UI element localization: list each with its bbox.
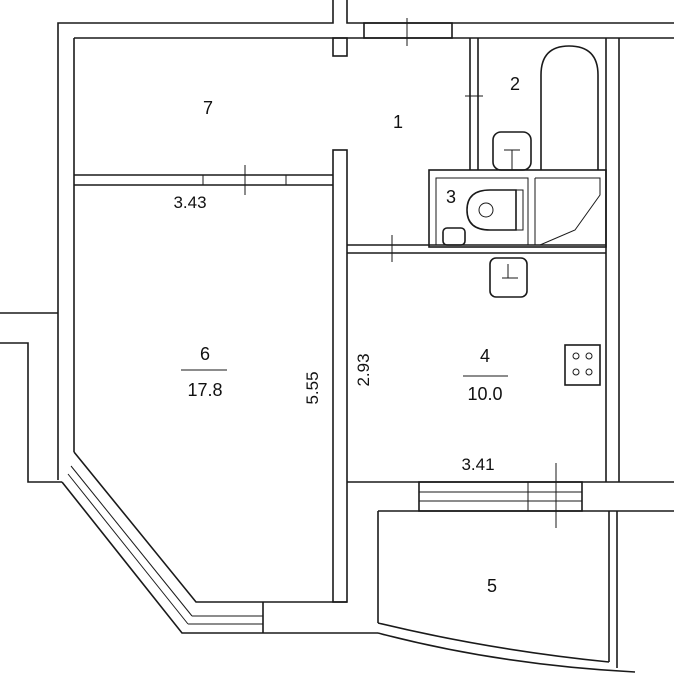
stove-icon [564,344,601,386]
wc-block [428,169,607,248]
room-6-length-dimension: 5.55 [303,371,322,404]
room-6-area: 17.8 [187,380,222,400]
room-3-label: 3 [446,187,456,207]
bathtub-icon [540,45,599,170]
room-7-label: 7 [203,98,213,118]
room-4-area: 10.0 [467,384,502,404]
room-7-width-dimension: 3.43 [173,193,206,212]
room-6-label: 6 [200,344,210,364]
kitchen-sink-icon [489,257,528,298]
windows [67,18,583,625]
room-4-width-dimension: 3.41 [461,455,494,474]
small-sink-icon [442,227,466,246]
room-4-length-dimension: 2.93 [354,353,373,386]
room-1-label: 1 [393,112,403,132]
room-5-label: 5 [487,576,497,596]
room-4-label: 4 [480,346,490,366]
room-2-label: 2 [510,74,520,94]
toilet-icon [466,189,517,231]
